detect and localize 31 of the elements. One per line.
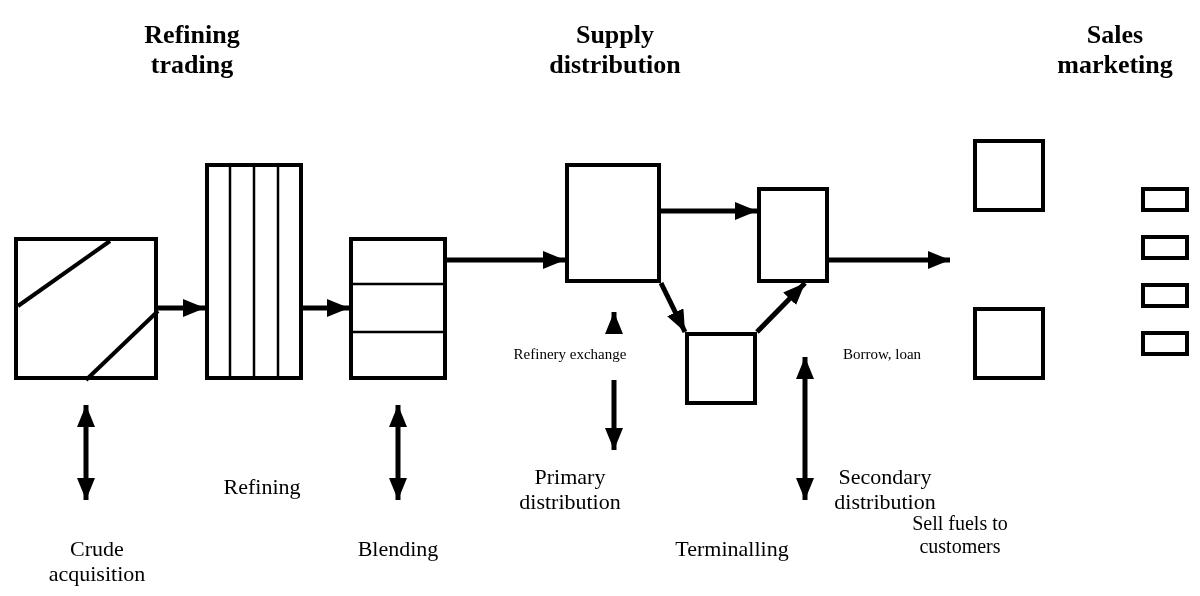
arrow — [303, 299, 349, 317]
step-label: Blending — [356, 536, 440, 562]
blending-box — [349, 237, 447, 380]
terminal-box — [757, 187, 829, 283]
note-label: Refinery exchange — [512, 346, 628, 364]
terminal-box — [685, 332, 757, 405]
step-label: Crude acquisition — [47, 536, 147, 587]
sales-box — [973, 307, 1045, 380]
step-label: Secondary distribution — [833, 464, 937, 515]
arrow — [829, 251, 950, 269]
arrow — [158, 299, 205, 317]
step-label: Sell fuels to customers — [911, 512, 1009, 558]
sales-box — [973, 139, 1045, 212]
arrow — [755, 281, 807, 334]
crude-box — [14, 237, 158, 380]
customer-box — [1141, 187, 1189, 212]
section-heading: Sales marketing — [1056, 20, 1174, 80]
arrow — [661, 202, 757, 220]
step-label: Terminalling — [674, 536, 790, 562]
section-heading: Supply distribution — [548, 20, 682, 80]
supply-box — [565, 163, 661, 283]
step-label: Refining — [222, 474, 302, 500]
refining-column-box — [205, 163, 303, 380]
customer-box — [1141, 283, 1189, 308]
customer-box — [1141, 235, 1189, 260]
section-heading: Refining trading — [143, 20, 241, 80]
customer-box — [1141, 331, 1189, 356]
arrow — [658, 281, 688, 334]
note-label: Borrow, loan — [841, 346, 923, 364]
step-label: Primary distribution — [518, 464, 622, 515]
arrow — [447, 250, 565, 269]
